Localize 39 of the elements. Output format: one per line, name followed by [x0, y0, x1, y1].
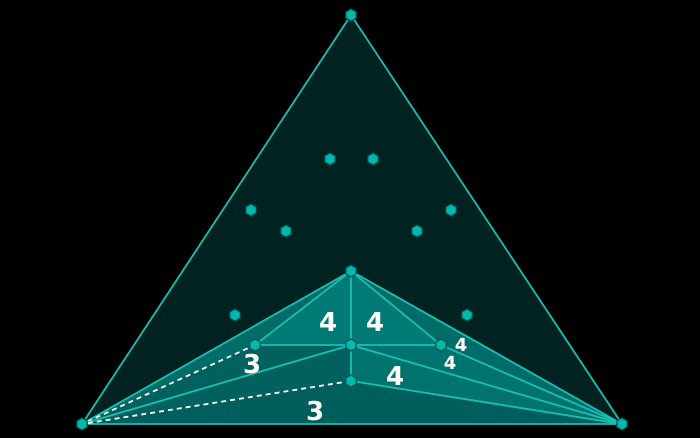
- line-segment: [259, 274, 347, 342]
- region-label: 4: [454, 337, 468, 355]
- vertex-point: [344, 374, 358, 388]
- vertex-point: [434, 338, 448, 352]
- line-segment: [350, 351, 352, 375]
- dashed-line: [87, 346, 250, 422]
- line-segment: [88, 346, 346, 424]
- vertex-point: [323, 152, 337, 166]
- vertex-point: [366, 152, 380, 166]
- line-segment: [354, 20, 620, 420]
- line-segment: [350, 277, 352, 339]
- region-label: 4: [386, 364, 404, 390]
- line-segment: [356, 273, 618, 422]
- vertex-point: [444, 203, 458, 217]
- vertex-point: [410, 224, 424, 238]
- line-segment: [356, 381, 616, 424]
- vertex-point: [279, 224, 293, 238]
- vertex-point: [344, 264, 358, 278]
- vertex-point: [615, 417, 629, 431]
- vertex-point: [248, 338, 262, 352]
- vertex-point: [75, 417, 89, 431]
- region-label: 4: [444, 355, 456, 373]
- region-label: 4: [366, 310, 384, 336]
- line-segment: [357, 344, 435, 346]
- vertex-point: [344, 8, 358, 22]
- vertex-point: [460, 308, 474, 322]
- line-segment: [356, 346, 616, 424]
- line-segment: [86, 273, 346, 422]
- line-segment: [84, 20, 348, 420]
- region-label: 3: [242, 352, 262, 378]
- region-label: 4: [318, 310, 338, 336]
- vertex-point: [228, 308, 242, 322]
- line-segment: [355, 274, 437, 342]
- line-segment: [446, 346, 617, 422]
- region-label: 3: [306, 399, 324, 425]
- vertex-point: [344, 338, 358, 352]
- vertex-point: [244, 203, 258, 217]
- line-segment: [261, 344, 345, 346]
- line-segment: [88, 423, 616, 425]
